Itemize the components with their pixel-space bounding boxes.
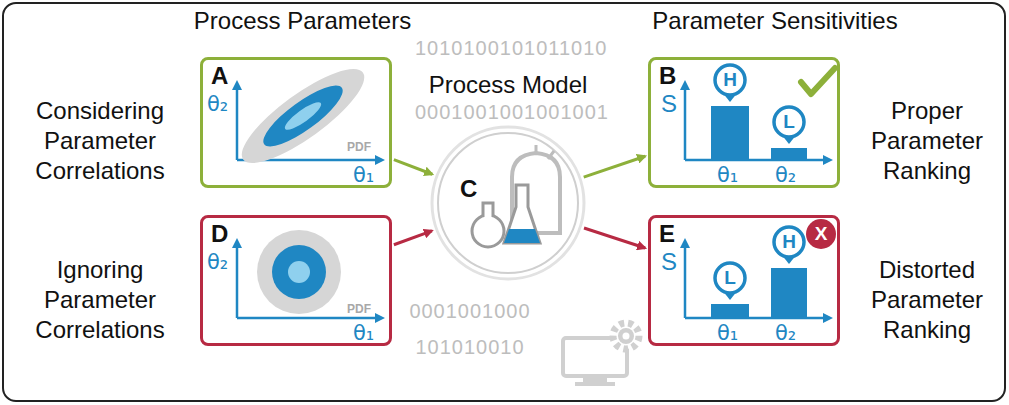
axis-label: θ₁ <box>353 321 374 345</box>
box-letter: A <box>211 62 228 90</box>
illustration <box>651 60 837 185</box>
axis-label: θ₂ <box>207 250 228 274</box>
binary-watermark: 0001001001001001 <box>415 101 605 124</box>
pin-letter: H <box>715 68 745 92</box>
parameter-pdf-box: Aθ₂ θ₁ PDF <box>200 57 392 188</box>
pin-letter: L <box>715 266 745 290</box>
binary-watermark: 1010100101011010 <box>415 37 605 60</box>
sensitivity-box: ES L Hθ₁ θ₂ X <box>648 215 840 346</box>
axis-label: θ₁ <box>717 321 738 345</box>
illustration <box>651 218 837 343</box>
box-letter: E <box>659 220 675 248</box>
section-title: Process Parameters <box>170 6 435 36</box>
axis-label: S <box>661 90 677 118</box>
pin-letter: H <box>774 230 804 254</box>
parameter-pdf-box: Dθ₂ θ₁ PDF <box>200 215 392 346</box>
binary-watermark: 0001001000 <box>405 300 535 323</box>
axis-label: θ₁ <box>717 163 738 187</box>
connector-arrow <box>394 231 432 245</box>
axis-label: θ₂ <box>775 321 796 345</box>
axis-label: S <box>661 248 677 276</box>
node-heading: Process Model <box>400 71 616 99</box>
pin-letter: L <box>774 110 804 134</box>
row-label: Proper Parameter Ranking <box>852 96 1002 186</box>
connector-arrow <box>584 156 645 177</box>
pdf-label: PDF <box>347 140 371 154</box>
illustration <box>430 125 586 281</box>
pdf-label: PDF <box>347 302 371 316</box>
section-title: Parameter Sensitivities <box>640 6 910 36</box>
box-letter: B <box>659 62 676 90</box>
axis-label: θ₁ <box>353 163 374 187</box>
sensitivity-box: BS H Lθ₁ θ₂ <box>648 57 840 188</box>
box-letter: D <box>211 220 228 248</box>
binary-watermark: 101010010 <box>405 336 535 359</box>
connector-arrow <box>394 160 432 175</box>
circle-letter: C <box>460 175 477 203</box>
cross-mark: X <box>806 222 836 246</box>
row-label: Considering Parameter Correlations <box>10 96 190 186</box>
row-label: Distorted Parameter Ranking <box>852 255 1002 345</box>
axis-label: θ₂ <box>207 92 228 116</box>
process-model-circle: Process ModelC <box>430 125 586 281</box>
axis-label: θ₂ <box>775 163 796 187</box>
connector-arrow <box>584 228 645 248</box>
row-label: Ignoring Parameter Correlations <box>10 255 190 345</box>
